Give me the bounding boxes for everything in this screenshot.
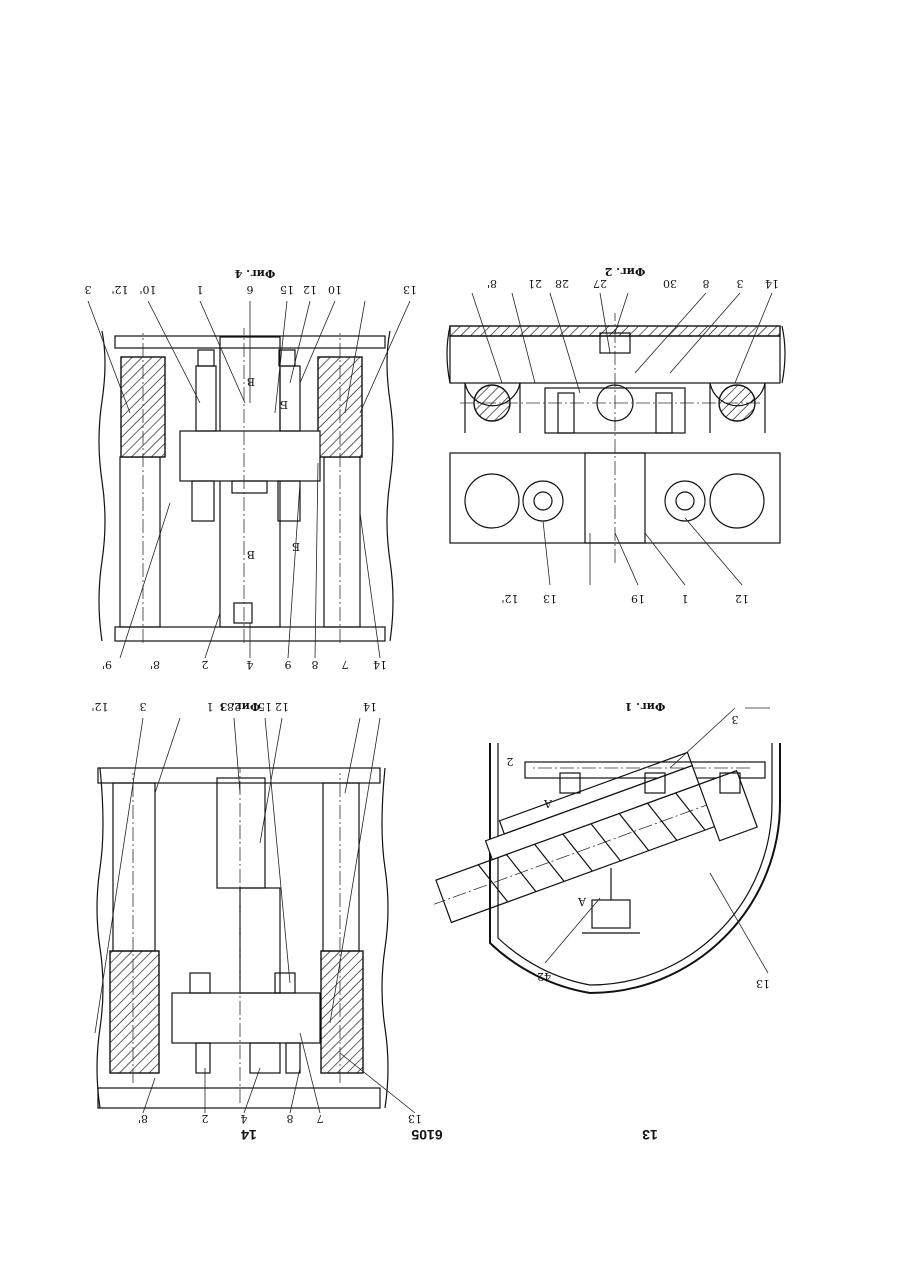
fig1-label-A-bottom: A — [577, 895, 587, 908]
fig1-label-42: 42 — [537, 970, 551, 983]
fig3-label-1: 1 — [207, 700, 214, 713]
fig4-label-6: 6 — [247, 283, 254, 296]
fig3-label-7: 7 — [317, 1112, 324, 1125]
fig2-label-14: 14 — [765, 277, 779, 290]
fig3-label-2: 2 — [202, 1112, 209, 1125]
page-number-right: 13 — [642, 1127, 658, 1143]
fig3-label-12: 12 — [275, 700, 289, 713]
figure-1: 3 A 2 A 42 13 Фиг. 1 — [415, 700, 780, 993]
page-number-left: 14 — [241, 1127, 257, 1143]
fig3-caption: Фиг. 3 — [220, 700, 261, 713]
figure-4: B Б B Б 3 12' 10' 1 6 15 — [85, 267, 418, 671]
fig2-label-3: 3 — [737, 277, 744, 290]
fig3-label-4: 4 — [241, 1112, 248, 1125]
fig3-label-12p: 12' — [91, 700, 108, 713]
fig4-label-12p: 12' — [111, 283, 128, 296]
fig2-label-8p: 8' — [487, 277, 497, 290]
fig4-label-7: 7 — [342, 658, 349, 671]
fig4-marker-Be-top: Б — [280, 398, 288, 411]
fig4-label-3: 3 — [85, 283, 92, 296]
fig4-label-9p: 9' — [102, 658, 112, 671]
fig2-label-12: 12 — [735, 592, 749, 605]
fig1-label-A-top: A — [543, 797, 553, 810]
fig1-label-2: 2 — [507, 755, 514, 768]
fig2-label-30: 30 — [663, 277, 677, 290]
fig2-label-19: 19 — [631, 592, 645, 605]
fig4-label-14: 14 — [373, 658, 387, 671]
fig3-label-14: 14 — [363, 700, 377, 713]
fig4-label-15: 15 — [280, 283, 294, 296]
fig2-label-28: 28 — [555, 277, 569, 290]
fig3-label-13: 13 — [408, 1112, 422, 1125]
fig1-caption: Фиг. 1 — [625, 700, 666, 713]
figure-3: 12' 3 1 28 15 12 14 8' 2 4 8 7 13 Фиг. 3 — [91, 700, 422, 1125]
fig4-marker-B-top: B — [247, 375, 255, 388]
fig4-label-9: 9 — [285, 658, 292, 671]
fig4-label-4: 4 — [247, 658, 254, 671]
fig2-label-21: 21 — [528, 277, 542, 290]
page-number-center: 6105 — [411, 1127, 442, 1143]
fig2-caption: Фиг. 2 — [605, 265, 646, 278]
fig3-label-8: 8 — [287, 1112, 294, 1125]
fig4-label-13: 13 — [403, 283, 417, 296]
fig2-label-13: 13 — [543, 592, 557, 605]
fig4-label-1: 1 — [197, 283, 204, 296]
fig2-label-12p: 12' — [501, 592, 518, 605]
fig4-caption: Фиг. 4 — [234, 267, 275, 280]
fig2-label-8: 8 — [703, 277, 710, 290]
fig3-label-3: 3 — [140, 700, 147, 713]
fig4-label-8: 8 — [312, 658, 319, 671]
fig1-label-13: 13 — [756, 977, 770, 990]
fig1-label-3: 3 — [732, 713, 739, 726]
fig4-label-10: 10 — [328, 283, 342, 296]
fig2-label-1: 1 — [682, 592, 689, 605]
figure-2: 8' 21 28 27 30 8 3 14 12' 13 19 1 12 Фиг… — [447, 265, 785, 605]
fig3-label-8p: 8' — [138, 1112, 148, 1125]
fig4-label-10p: 10' — [139, 283, 156, 296]
fig4-marker-B-bottom: B — [247, 548, 255, 561]
fig4-label-8p: 8' — [150, 658, 160, 671]
fig4-label-12: 12 — [303, 283, 317, 296]
fig4-label-2: 2 — [202, 658, 209, 671]
